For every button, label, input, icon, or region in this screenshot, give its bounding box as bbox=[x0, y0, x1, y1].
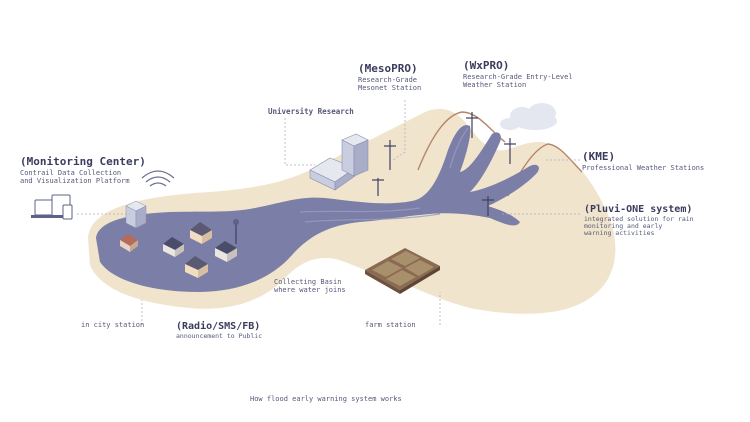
collecting-basin-label: Collecting Basin where water joins bbox=[274, 278, 346, 294]
wxpro-title: (WxPRO) bbox=[463, 59, 510, 72]
kme-label: (KME) Professional Weather Stations bbox=[582, 150, 705, 172]
diagram-caption: How flood early warning system works bbox=[250, 395, 402, 403]
house-icon bbox=[163, 237, 184, 257]
pluvi-title: (Pluvi-ONE system) bbox=[584, 204, 693, 215]
kme-title: (KME) bbox=[582, 150, 616, 163]
wifi-signal-icon bbox=[141, 170, 175, 187]
river-streak bbox=[449, 127, 469, 169]
river-streak bbox=[299, 207, 421, 213]
pluvi-label: (Pluvi-ONE system) integrated solution f… bbox=[584, 204, 694, 238]
mesopro-line2: Mesonet Station bbox=[358, 83, 422, 92]
wxpro-label: (WxPRO) Research-Grade Entry-Level Weath… bbox=[463, 59, 573, 89]
cloud-icon bbox=[500, 103, 557, 130]
university-building-icon bbox=[309, 133, 369, 191]
pluvi-line3: warning activities bbox=[584, 229, 655, 238]
university-title: University Research bbox=[268, 107, 354, 116]
farm-station-title: farm station bbox=[365, 321, 416, 329]
wxpro-line1: Research-Grade Entry-Level bbox=[463, 72, 573, 81]
monitoring-center-label: (Monitoring Center) Contrail Data Collec… bbox=[20, 155, 146, 185]
river-system bbox=[96, 125, 539, 292]
monitoring-center-title: (Monitoring Center) bbox=[20, 155, 146, 168]
leader-lines bbox=[77, 100, 580, 325]
farm-station-label: farm station bbox=[365, 321, 416, 329]
university-label: University Research bbox=[268, 107, 354, 117]
radio-title: (Radio/SMS/FB) bbox=[176, 321, 261, 332]
weather-station-icon bbox=[372, 178, 384, 196]
weather-station-icon bbox=[482, 196, 494, 216]
mesopro-line1: Research-Grade bbox=[358, 75, 418, 84]
wxpro-line2: Weather Station bbox=[463, 80, 527, 89]
radio-line1: announcement to Public bbox=[176, 331, 263, 340]
house-icon bbox=[190, 222, 212, 244]
radio-label: (Radio/SMS/FB) announcement to Public bbox=[176, 321, 262, 340]
pluvi-line2: monitoring and early bbox=[584, 221, 663, 230]
farm-field-icon bbox=[365, 248, 440, 294]
kme-line1: Professional Weather Stations bbox=[582, 163, 705, 172]
city-tower-icon bbox=[125, 200, 147, 229]
mesopro-title: (MesoPRO) bbox=[358, 62, 418, 75]
monitor-devices-icon bbox=[31, 194, 73, 220]
mesopro-label: (MesoPRO) Research-Grade Mesonet Station bbox=[358, 62, 422, 92]
monitoring-center-line2: and Visualization Platform bbox=[20, 176, 130, 185]
weather-station-icon bbox=[233, 219, 239, 244]
in-city-station-label: in city station bbox=[81, 321, 144, 329]
pluvi-line1: integrated solution for rain bbox=[584, 214, 694, 223]
collecting-basin-line2: where water joins bbox=[274, 286, 346, 295]
monitoring-center-line1: Contrail Data Collection bbox=[20, 168, 122, 177]
river-streak bbox=[304, 213, 441, 223]
mountain-ridge bbox=[417, 111, 506, 171]
house-icon bbox=[120, 234, 138, 252]
weather-station-icon bbox=[384, 140, 396, 170]
weather-station-icon bbox=[504, 138, 516, 164]
weather-station-icon bbox=[466, 112, 478, 138]
in-city-station-title: in city station bbox=[81, 321, 145, 329]
house-icon bbox=[185, 256, 208, 278]
collecting-basin-line1: Collecting Basin bbox=[274, 278, 342, 286]
house-icon bbox=[215, 241, 237, 262]
